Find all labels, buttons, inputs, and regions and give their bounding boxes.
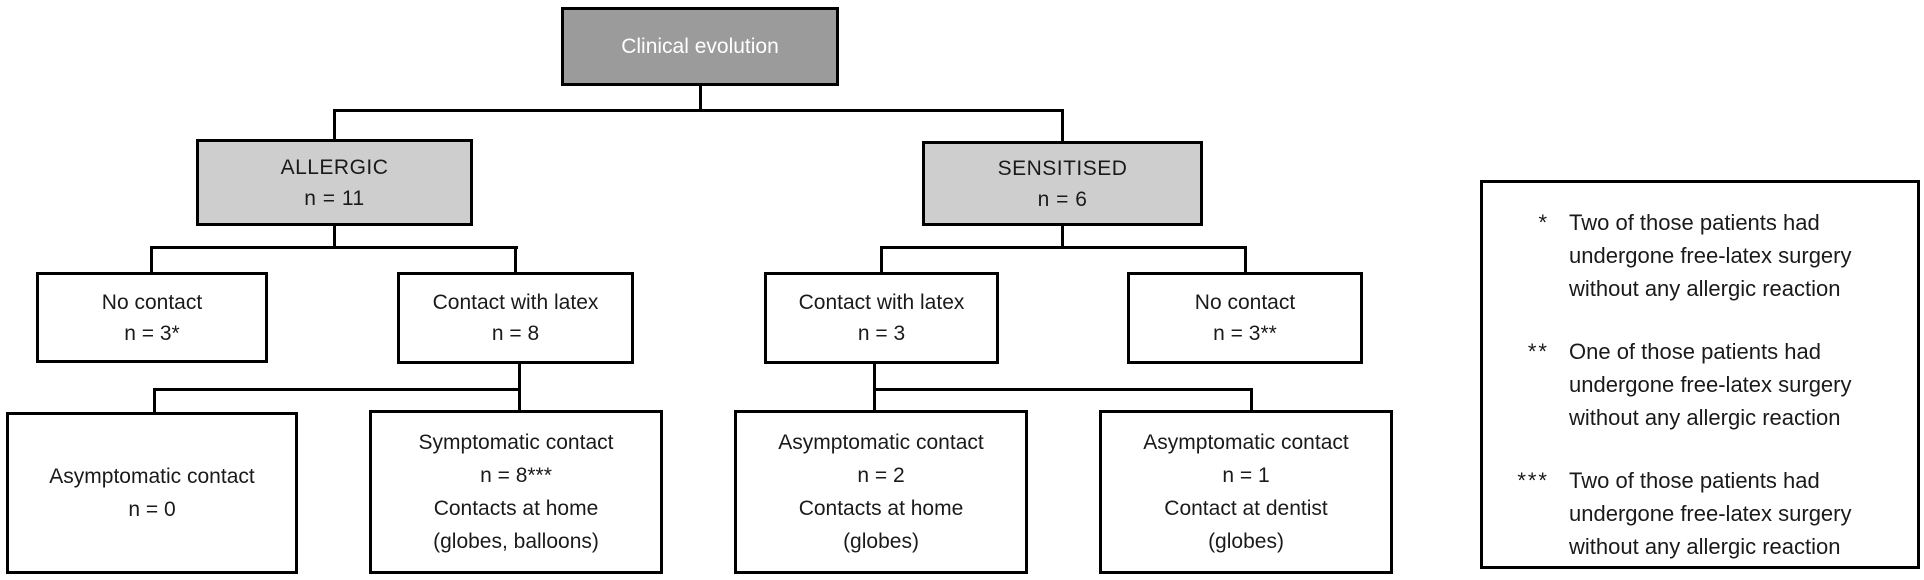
connector-line bbox=[153, 388, 156, 414]
node-label: Clinical evolution bbox=[621, 35, 779, 58]
footnote-two-asterisks: ** One of those patients had undergone f… bbox=[1483, 335, 1913, 434]
footnote-line: Two of those patients had bbox=[1569, 468, 1820, 493]
footnote-line: undergone free-latex surgery bbox=[1569, 372, 1852, 397]
connector-line bbox=[1250, 388, 1253, 414]
asterisk-marker: * bbox=[1538, 210, 1549, 235]
footnote-line: undergone free-latex surgery bbox=[1569, 501, 1852, 526]
node-label: Asymptomatic contact bbox=[1143, 431, 1349, 454]
node-label: No contact bbox=[101, 290, 203, 314]
node-count: n = 6 bbox=[1037, 187, 1088, 211]
footnote-one-asterisk: * Two of those patients had undergone fr… bbox=[1483, 206, 1913, 305]
node-count: n = 3** bbox=[1213, 322, 1277, 345]
connector-line bbox=[333, 224, 336, 249]
node-detail: (globes, balloons) bbox=[433, 530, 599, 553]
node-detail: Contacts at home bbox=[798, 497, 964, 520]
node-detail: Contact at dentist bbox=[1164, 497, 1328, 520]
node-count: n = 11 bbox=[304, 186, 365, 210]
node-clinical-evolution: Clinical evolution bbox=[561, 7, 839, 86]
footnotes-box: * Two of those patients had undergone fr… bbox=[1480, 180, 1920, 569]
connector-line bbox=[153, 388, 521, 391]
node-label: SENSITISED bbox=[997, 156, 1128, 180]
footnote-line: undergone free-latex surgery bbox=[1569, 243, 1852, 268]
connector-line bbox=[514, 246, 517, 274]
node-label: Asymptomatic contact bbox=[49, 465, 255, 488]
node-no-contact-allergic: No contact n = 3* bbox=[36, 272, 268, 363]
node-count: n = 3 bbox=[857, 322, 906, 345]
node-asymptomatic-contact-n0: Asymptomatic contact n = 0 bbox=[6, 412, 298, 574]
footnote-line: Two of those patients had bbox=[1569, 210, 1820, 235]
footnote-text: One of those patients had undergone free… bbox=[1569, 335, 1852, 434]
footnote-line: without any allergic reaction bbox=[1569, 405, 1841, 430]
asterisk-marker: *** bbox=[1517, 468, 1549, 493]
footnote-text: Two of those patients had undergone free… bbox=[1569, 464, 1852, 563]
connector-line bbox=[699, 84, 702, 111]
node-allergic: ALLERGIC n = 11 bbox=[196, 139, 473, 226]
footnote-line: One of those patients had bbox=[1569, 339, 1821, 364]
node-detail: Contacts at home bbox=[433, 497, 599, 520]
connector-line bbox=[880, 246, 883, 274]
connector-line bbox=[150, 246, 518, 249]
footnote-three-asterisks: *** Two of those patients had undergone … bbox=[1483, 464, 1913, 563]
node-count: n = 1 bbox=[1222, 464, 1270, 487]
footnote-line: without any allergic reaction bbox=[1569, 276, 1841, 301]
node-asymptomatic-contact-n1: Asymptomatic contact n = 1 Contact at de… bbox=[1099, 410, 1393, 574]
node-asymptomatic-contact-n2: Asymptomatic contact n = 2 Contacts at h… bbox=[734, 410, 1028, 574]
connector-line bbox=[150, 246, 153, 274]
node-sensitised: SENSITISED n = 6 bbox=[922, 141, 1203, 226]
connector-line bbox=[333, 109, 1064, 112]
node-label: Symptomatic contact bbox=[418, 431, 614, 454]
node-label: Asymptomatic contact bbox=[778, 431, 984, 454]
node-count: n = 3* bbox=[124, 321, 180, 345]
footnote-text: Two of those patients had undergone free… bbox=[1569, 206, 1852, 305]
node-detail: (globes) bbox=[1208, 530, 1284, 553]
node-label: Contact with latex bbox=[798, 291, 965, 314]
node-label: No contact bbox=[1194, 291, 1296, 314]
footnote-line: without any allergic reaction bbox=[1569, 534, 1841, 559]
node-count: n = 8 bbox=[491, 322, 540, 345]
node-label: Contact with latex bbox=[432, 291, 599, 314]
node-count: n = 8*** bbox=[480, 464, 552, 487]
node-contact-with-latex-sensitised: Contact with latex n = 3 bbox=[764, 272, 999, 364]
connector-line bbox=[1061, 109, 1064, 143]
node-detail: (globes) bbox=[843, 530, 919, 553]
node-contact-with-latex-allergic: Contact with latex n = 8 bbox=[397, 272, 634, 364]
connector-line bbox=[1244, 246, 1247, 274]
node-symptomatic-contact-n8: Symptomatic contact n = 8*** Contacts at… bbox=[369, 410, 663, 574]
node-count: n = 2 bbox=[857, 464, 905, 487]
connector-line bbox=[518, 362, 521, 412]
node-count: n = 0 bbox=[128, 498, 176, 521]
asterisk-marker: ** bbox=[1527, 339, 1549, 364]
connector-line bbox=[880, 246, 1247, 249]
connector-line bbox=[1061, 224, 1064, 249]
connector-line bbox=[873, 388, 1253, 391]
node-no-contact-sensitised: No contact n = 3** bbox=[1127, 272, 1363, 364]
connector-line bbox=[873, 362, 876, 412]
node-label: ALLERGIC bbox=[280, 155, 389, 179]
connector-line bbox=[333, 109, 336, 141]
